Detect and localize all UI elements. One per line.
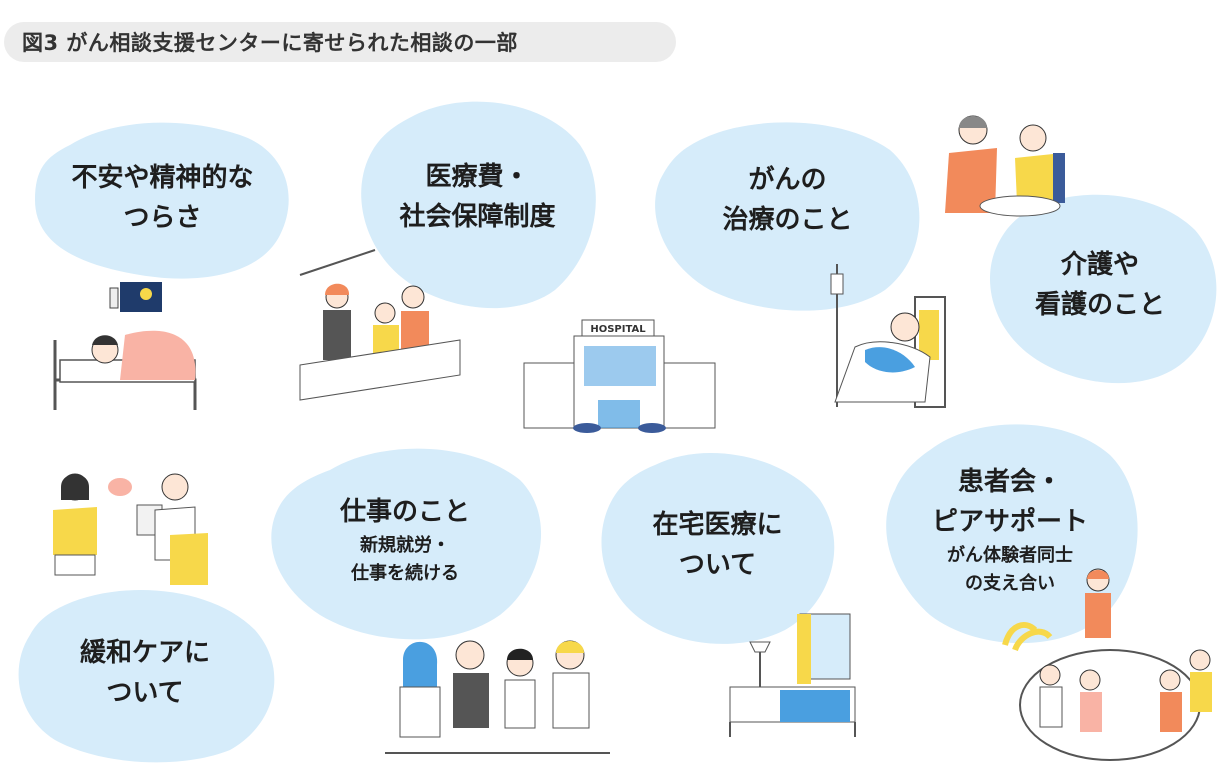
- topic-work-bubble: 仕事のこと 新規就労・ 仕事を続ける: [260, 440, 550, 640]
- topic-anxiety-bubble: 不安や精神的な つらさ: [30, 115, 295, 280]
- topic-treatment-bubble: がんの 治療のこと: [650, 115, 925, 311]
- consultation-illustration: [45, 465, 210, 590]
- sleeping-person-illustration: [50, 280, 200, 415]
- topic-home-care-bubble: 在宅医療に ついて: [595, 445, 840, 645]
- topic-nursing-bubble: 介護や 看護のこと: [985, 185, 1217, 385]
- topic-nursing-line1: 介護や: [1060, 250, 1139, 280]
- topic-medical-cost-bubble: 医療費・ 社会保障制度: [355, 95, 600, 310]
- hospital-building-illustration: HOSPITAL: [522, 318, 717, 433]
- topic-anxiety-line2: つらさ: [123, 202, 202, 233]
- support-group-illustration: [995, 565, 1227, 765]
- topic-peer-support-line2: ピアサポート: [931, 507, 1088, 537]
- topic-medical-cost-line1: 医療費・: [425, 162, 530, 192]
- patient-in-bed-illustration: [815, 262, 950, 412]
- topic-treatment-line1: がんの: [748, 165, 827, 195]
- topic-work-line1: 仕事のこと: [339, 497, 470, 527]
- caregiver-meal-illustration: [935, 108, 1070, 218]
- topic-palliative-line2: ついて: [106, 677, 184, 708]
- topic-treatment-line2: 治療のこと: [722, 205, 853, 235]
- topic-home-care-line1: 在宅医療に: [652, 510, 783, 540]
- topic-peer-support-line1: 患者会・: [957, 467, 1062, 497]
- topic-palliative-bubble: 緩和ケアに ついて: [10, 585, 280, 763]
- topic-home-care-line2: ついて: [678, 550, 757, 580]
- topic-work-sub2: 仕事を続ける: [351, 563, 459, 584]
- topic-nursing-line2: 看護のこと: [1034, 290, 1165, 320]
- topic-peer-support-sub1: がん体験者同士: [947, 545, 1073, 566]
- topic-work-sub1: 新規就労・: [360, 535, 450, 556]
- topic-peer-support-sub2: の支え合い: [965, 573, 1055, 594]
- figure-title: 図3 がん相談支援センターに寄せられた相談の一部: [4, 22, 676, 62]
- hospital-sign: HOSPITAL: [590, 324, 646, 335]
- topic-anxiety-line1: 不安や精神的な: [71, 162, 254, 193]
- home-bed-illustration: [725, 612, 860, 742]
- reception-counter-illustration: [295, 235, 470, 405]
- topic-medical-cost-line2: 社会保障制度: [399, 202, 556, 232]
- topic-palliative-line1: 緩和ケアに: [79, 637, 210, 668]
- topic-peer-support-bubble: 患者会・ ピアサポート がん体験者同士 の支え合い: [880, 415, 1140, 645]
- business-meeting-illustration: [385, 635, 610, 760]
